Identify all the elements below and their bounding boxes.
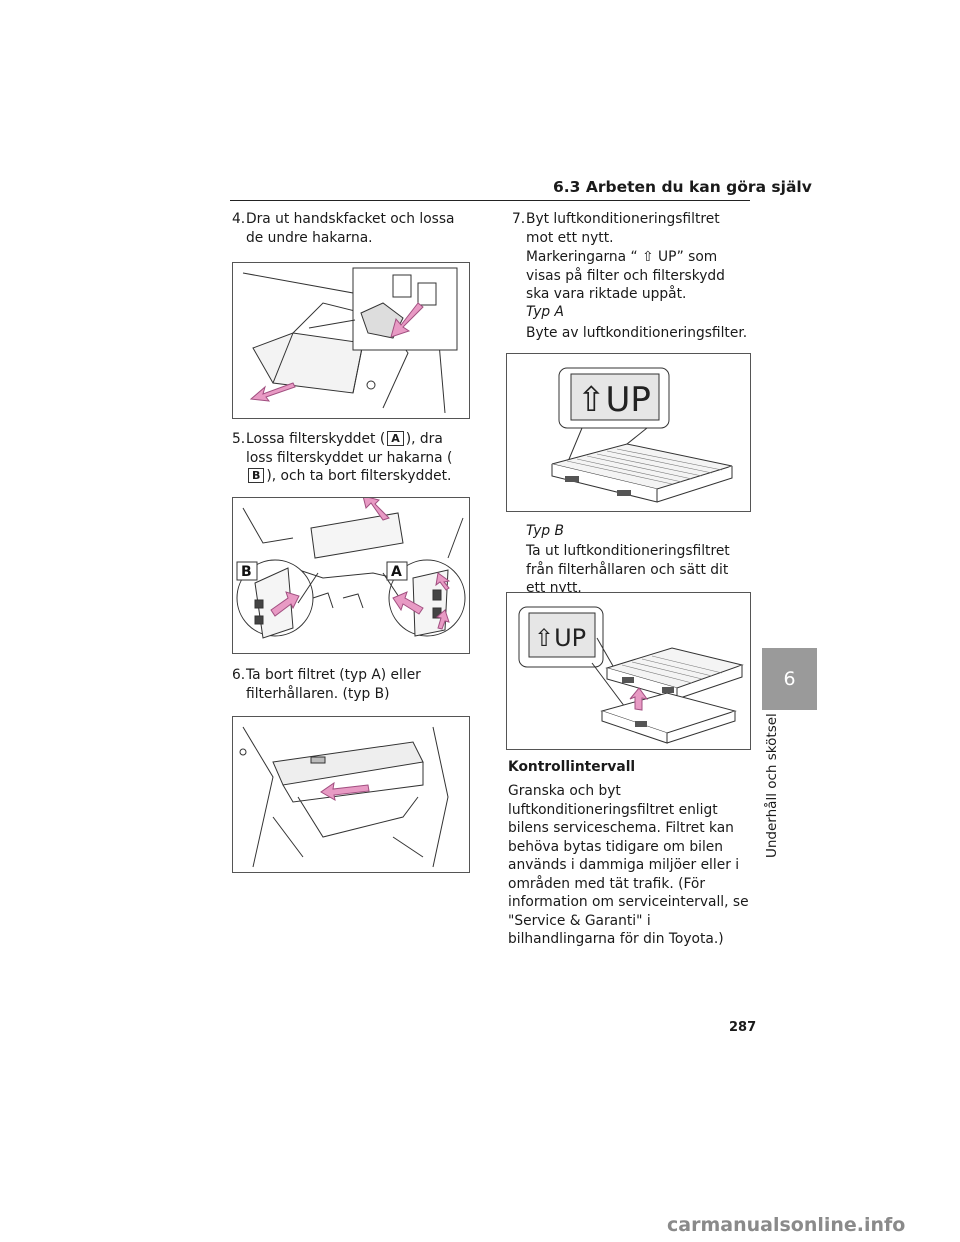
step-text: Lossa filterskyddet (A), dra loss filter…: [246, 430, 472, 486]
type-a-filter-illustration: ⇧UP: [506, 353, 751, 512]
step-6: 6. Ta bort filtret (typ A) eller filterh…: [232, 666, 472, 703]
chapter-label-wrap: Underhåll och skötsel: [764, 713, 792, 858]
chapter-number: 6: [783, 668, 796, 690]
interval-text: Granska och byt luftkonditioneringsfiltr…: [508, 783, 749, 947]
step-number: 5.: [232, 431, 246, 447]
section-title: 6.3 Arbeten du kan göra själv: [553, 178, 812, 196]
step-text: Byt luftkonditioneringsfiltret mot ett n…: [526, 211, 720, 246]
header-rule: [230, 200, 750, 201]
label-a-tag: A: [387, 431, 404, 446]
filter-cover-illustration: B A: [232, 497, 470, 654]
callout-label-a: A: [391, 564, 402, 580]
type-b-label: Typ B: [526, 523, 565, 539]
type-a-text: Byte av luftkonditioneringsfilter.: [526, 325, 748, 341]
step-text-part: ), dra loss filterskyddet ur hakarna (: [246, 431, 453, 466]
step-text-part: Lossa filterskyddet (: [246, 431, 386, 447]
type-b-text: Ta ut luftkonditioneringsfiltret från fi…: [526, 543, 730, 596]
step-number: 6.: [232, 667, 246, 683]
step-text: Dra ut handskfacket och lossa de undre h…: [246, 211, 455, 246]
filter-removal-illustration: [232, 716, 470, 873]
up-marking: ⇧UP: [577, 380, 651, 420]
label-b-tag: B: [248, 468, 265, 483]
interval-heading: Kontrollintervall: [508, 759, 636, 775]
step-4: 4. Dra ut handskfacket och lossa de undr…: [232, 210, 472, 247]
glovebox-illustration: [232, 262, 470, 419]
step-number: 7.: [512, 211, 526, 227]
step-text: Ta bort filtret (typ A) eller filterhåll…: [246, 667, 421, 702]
step-number: 4.: [232, 211, 246, 227]
chapter-tab: 6: [762, 648, 817, 710]
up-marking: ⇧UP: [534, 624, 586, 652]
page-number: 287: [729, 1020, 757, 1035]
callout-label-b: B: [241, 564, 252, 580]
markings-note: Markeringarna “ ⇧ UP” som visas på filte…: [526, 249, 725, 302]
step-5: 5. Lossa filterskyddet (A), dra loss fil…: [232, 430, 472, 486]
type-a-label: Typ A: [526, 304, 564, 320]
watermark: carmanualsonline.info: [667, 1214, 906, 1236]
step-7: 7. Byt luftkonditioneringsfiltret mot et…: [512, 210, 750, 247]
step-text-part: ), och ta bort filterskyddet.: [266, 468, 452, 484]
chapter-label: Underhåll och skötsel: [764, 713, 780, 858]
type-b-filter-illustration: ⇧UP: [506, 592, 751, 750]
